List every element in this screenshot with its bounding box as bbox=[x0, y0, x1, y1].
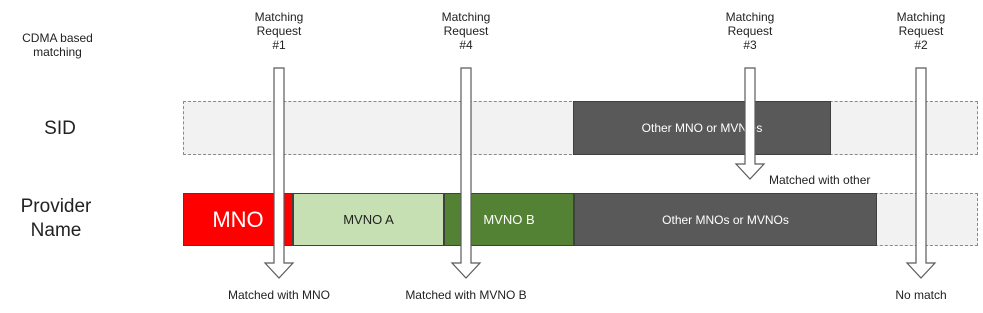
provider-name-row-label: Provider Name bbox=[20, 196, 92, 241]
provider-other-label: Other MNOs or MVNOs bbox=[662, 212, 789, 227]
request-1-result: Matched with MNO bbox=[227, 288, 331, 302]
mno-label: MNO bbox=[212, 206, 264, 232]
request-3-result: Matched with other bbox=[769, 173, 871, 187]
sid-other-mno-segment: Other MNO or MVNOs bbox=[573, 101, 831, 155]
request-2-label: Matching Request #2 bbox=[896, 10, 946, 52]
request-4-result: Matched with MVNO B bbox=[405, 288, 527, 302]
request-3-label: Matching Request #3 bbox=[725, 10, 775, 52]
request-2-result: No match bbox=[895, 288, 947, 302]
request-4-arrow-icon bbox=[450, 67, 482, 279]
request-1-label: Matching Request #1 bbox=[254, 10, 304, 52]
sid-other-mno-label: Other MNO or MVNOs bbox=[641, 121, 763, 135]
request-4-label: Matching Request #4 bbox=[441, 10, 491, 52]
provider-segment-other: Other MNOs or MVNOs bbox=[574, 193, 877, 246]
request-3-arrow-icon bbox=[734, 67, 766, 180]
request-2-arrow-icon bbox=[905, 67, 937, 279]
diagram-header: CDMA based matching bbox=[22, 31, 93, 59]
mvno-a-label: MVNO A bbox=[343, 212, 394, 227]
mvno-b-label: MVNO B bbox=[483, 212, 535, 227]
request-1-arrow-icon bbox=[263, 67, 295, 279]
sid-row-label: SID bbox=[44, 118, 76, 139]
provider-segment-mvno-a: MVNO A bbox=[293, 193, 444, 246]
